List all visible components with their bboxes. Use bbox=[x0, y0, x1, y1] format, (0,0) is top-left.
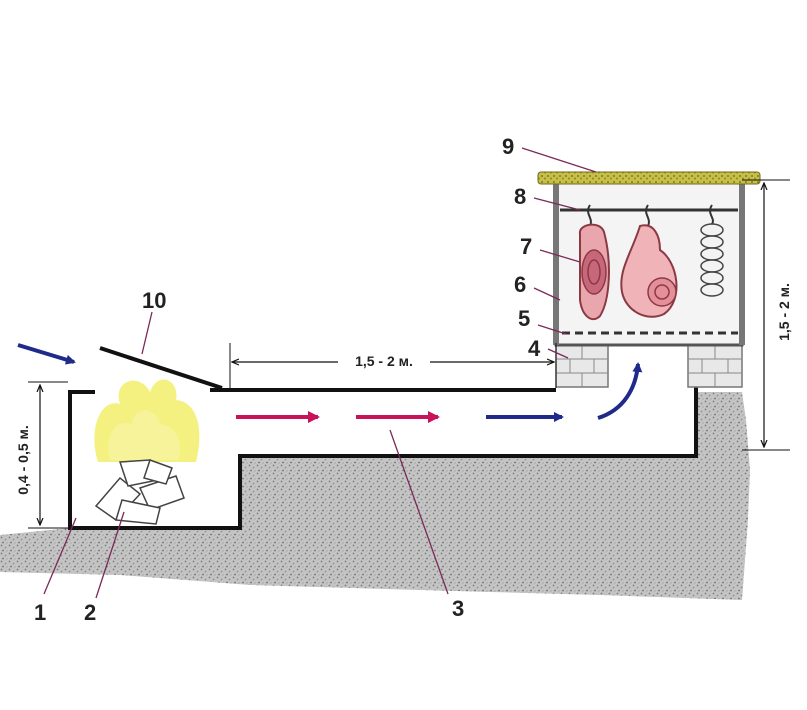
firebox-height-text: 0,4 - 0,5 м. bbox=[15, 425, 31, 495]
label-1: 1 bbox=[34, 600, 46, 625]
firewood bbox=[94, 459, 185, 525]
meat-products bbox=[578, 204, 724, 321]
dimension-flue-length: 1,5 - 2 м. bbox=[229, 343, 557, 388]
ground bbox=[0, 392, 750, 600]
fire bbox=[94, 379, 200, 462]
leader-lines bbox=[43, 147, 597, 599]
brick-base-left bbox=[555, 344, 609, 388]
firebox-lid bbox=[99, 346, 223, 390]
chamber-height-text: 1,5 - 2 м. bbox=[776, 283, 792, 341]
intake-arrow bbox=[17, 343, 76, 365]
label-3: 3 bbox=[452, 596, 464, 621]
label-9: 9 bbox=[502, 134, 514, 159]
label-8: 8 bbox=[514, 184, 526, 209]
smoke-rise-arrow bbox=[597, 362, 643, 420]
dimension-chamber-height: 1,5 - 2 м. bbox=[742, 179, 792, 451]
label-6: 6 bbox=[514, 272, 526, 297]
callouts: 1 2 3 4 5 6 7 8 9 10 bbox=[34, 134, 541, 625]
chamber-roof bbox=[537, 171, 761, 185]
label-7: 7 bbox=[520, 234, 532, 259]
label-10: 10 bbox=[142, 288, 166, 313]
label-5: 5 bbox=[518, 306, 530, 331]
brick-base-right bbox=[687, 344, 743, 388]
flue-length-text: 1,5 - 2 м. bbox=[355, 353, 413, 369]
dimension-firebox-height: 0,4 - 0,5 м. bbox=[15, 381, 68, 529]
firebox-and-flue bbox=[68, 385, 698, 530]
label-4: 4 bbox=[528, 336, 541, 361]
label-2: 2 bbox=[84, 600, 96, 625]
